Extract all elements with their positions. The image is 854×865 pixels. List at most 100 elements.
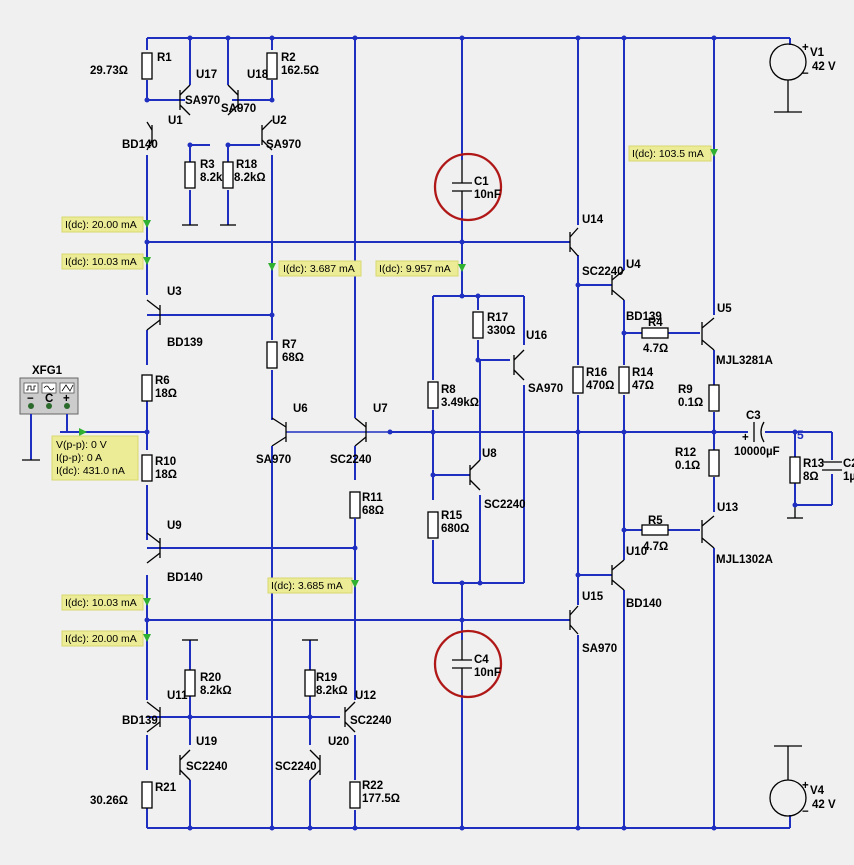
current-probe-6[interactable]: I(dc): 3.685 mA — [267, 577, 359, 594]
svg-text:−: − — [27, 393, 34, 405]
left-column-wiring — [60, 80, 570, 828]
transistor-u11[interactable]: U11 BD139 — [122, 690, 188, 733]
r6-ref: R6 — [155, 375, 170, 387]
resistor-r2[interactable]: R2 162.5Ω — [266, 52, 319, 80]
r1-value: 29.73Ω — [90, 65, 128, 77]
resistor-r18[interactable]: R18 8.2kΩ — [222, 159, 266, 189]
resistor-r6[interactable]: R6 18Ω — [141, 374, 177, 402]
transistor-u12[interactable]: U12 SC2240 — [344, 690, 392, 733]
xfg1-ref: XFG1 — [32, 365, 63, 377]
current-probe-5[interactable]: I(dc): 103.5 mA — [628, 145, 718, 162]
r22-value: 177.5Ω — [362, 793, 400, 805]
capacitor-c3[interactable]: + C3 10000µF — [734, 410, 780, 458]
svg-text:+: + — [802, 780, 809, 792]
resistor-r1[interactable]: R1 29.73Ω — [90, 52, 172, 80]
transistor-u2[interactable]: U2 SA970 — [261, 115, 301, 151]
c1-value: 10nF — [474, 189, 501, 201]
resistor-r19[interactable]: R19 8.2kΩ — [304, 669, 348, 697]
resistor-r20[interactable]: R20 8.2kΩ — [184, 669, 232, 697]
svg-text:+: + — [802, 42, 809, 54]
u4-ref: U4 — [626, 259, 641, 271]
voltage-source-v1[interactable]: + − V1 42 V — [769, 42, 836, 113]
resistor-r22[interactable]: R22 177.5Ω — [349, 780, 400, 809]
resistor-r15[interactable]: R15 680Ω — [427, 510, 469, 539]
transistor-u16[interactable]: U16 SA970 — [513, 330, 563, 395]
r10-value: 18Ω — [155, 469, 177, 481]
capacitor-c2[interactable]: C2 1µ — [822, 458, 854, 483]
capacitor-c4[interactable]: C4 10nF — [433, 629, 503, 699]
u15-ref: U15 — [582, 591, 604, 603]
resistor-r9[interactable]: R9 0.1Ω — [678, 384, 720, 412]
transistor-u1[interactable]: U1 BD140 — [122, 115, 183, 151]
resistor-r7[interactable]: R7 68Ω — [266, 339, 304, 369]
u5-model: MJL3281A — [716, 355, 773, 367]
current-probe-7[interactable]: I(dc): 10.03 mA — [61, 594, 151, 611]
u18-ref: U18 — [247, 69, 269, 81]
r1-ref: R1 — [157, 52, 172, 64]
resistor-r14[interactable]: R14 47Ω — [618, 366, 654, 394]
probe-4-text: I(dc): 9.957 mA — [379, 263, 451, 275]
u2-model: SA970 — [266, 139, 301, 151]
probe-8-text: I(dc): 20.00 mA — [65, 633, 137, 645]
r20-value: 8.2kΩ — [200, 685, 232, 697]
transistor-u14[interactable]: U14 SC2240 — [569, 214, 624, 278]
resistor-r13[interactable]: R13 8Ω — [789, 456, 824, 484]
transistor-u13[interactable]: U13 MJL1302A — [701, 502, 773, 566]
r16-ref: R16 — [586, 367, 607, 379]
resistor-r11[interactable]: R11 68Ω — [349, 491, 384, 700]
capacitor-c1[interactable]: C1 10nF — [433, 152, 503, 222]
r22-ref: R22 — [362, 780, 383, 792]
r17-ref: R17 — [487, 312, 508, 324]
current-probe-3[interactable]: I(dc): 3.687 mA — [268, 260, 362, 277]
transistor-u8[interactable]: U8 SC2240 — [469, 448, 526, 511]
transistor-u17[interactable]: U17 SA970 — [179, 69, 220, 116]
transistor-u3[interactable]: U3 BD139 — [146, 286, 203, 349]
r11-ref: R11 — [362, 492, 383, 504]
u11-model: BD139 — [122, 715, 158, 727]
resistor-r16[interactable]: R16 470Ω — [572, 366, 614, 394]
transistor-u7[interactable]: U7 SC2240 — [330, 38, 388, 480]
svg-text:+: + — [742, 432, 749, 444]
transistor-u9[interactable]: U9 BD140 — [146, 520, 203, 584]
probe-7-text: I(dc): 10.03 mA — [65, 597, 137, 609]
resistor-r10[interactable]: R10 18Ω — [141, 454, 177, 482]
u1-model: BD140 — [122, 139, 158, 151]
c3-ref: C3 — [746, 410, 761, 422]
r18-ref: R18 — [236, 159, 258, 171]
r2-ref: R2 — [281, 52, 296, 64]
transistor-u5[interactable]: U5 MJL3281A — [701, 303, 773, 367]
r21-value: 30.26Ω — [90, 795, 128, 807]
supply-rails — [146, 37, 791, 829]
r21-ref: R21 — [155, 782, 177, 794]
u15-model: SA970 — [582, 643, 617, 655]
transistor-u6[interactable]: U6 SA970 — [256, 403, 390, 828]
u10-ref: U10 — [626, 546, 647, 558]
resistor-r8[interactable]: R8 3.49kΩ — [427, 381, 479, 409]
r16-value: 470Ω — [586, 380, 614, 392]
r10-ref: R10 — [155, 456, 176, 468]
svg-text:+: + — [63, 393, 70, 405]
resistor-r12[interactable]: R12 0.1Ω — [675, 447, 720, 477]
resistor-r4[interactable]: R4 4.7Ω — [641, 317, 669, 355]
u14-model: SC2240 — [582, 266, 624, 278]
transistor-u10[interactable]: U10 BD140 — [611, 546, 662, 610]
input-probe[interactable]: V(p-p): 0 V I(p-p): 0 A I(dc): 431.0 nA — [51, 428, 139, 481]
current-probe-4[interactable]: I(dc): 9.957 mA — [375, 260, 466, 277]
current-probe-1[interactable]: I(dc): 20.00 mA — [61, 216, 151, 233]
transistor-u15[interactable]: U15 SA970 — [569, 591, 617, 655]
v1-ref: V1 — [810, 47, 825, 59]
v1-value: 42 V — [812, 61, 836, 73]
resistor-r21[interactable]: R21 30.26Ω — [90, 781, 177, 809]
transistor-u19[interactable]: U19 SC2240 — [179, 736, 228, 781]
resistor-r5[interactable]: R5 4.7Ω — [641, 515, 669, 553]
transistor-u20[interactable]: U20 SC2240 — [275, 736, 349, 781]
resistor-r17[interactable]: R17 330Ω — [472, 311, 515, 339]
function-generator-xfg1[interactable]: XFG1 − C + — [19, 365, 79, 461]
transistor-u18[interactable]: U18 SA970 — [221, 69, 269, 116]
u2-ref: U2 — [272, 115, 287, 127]
current-probe-2[interactable]: I(dc): 10.03 mA — [61, 253, 151, 270]
voltage-source-v4[interactable]: + − V4 42 V — [769, 745, 836, 818]
transistor-u4[interactable]: U4 BD139 — [611, 259, 662, 323]
current-probe-8[interactable]: I(dc): 20.00 mA — [61, 630, 151, 647]
